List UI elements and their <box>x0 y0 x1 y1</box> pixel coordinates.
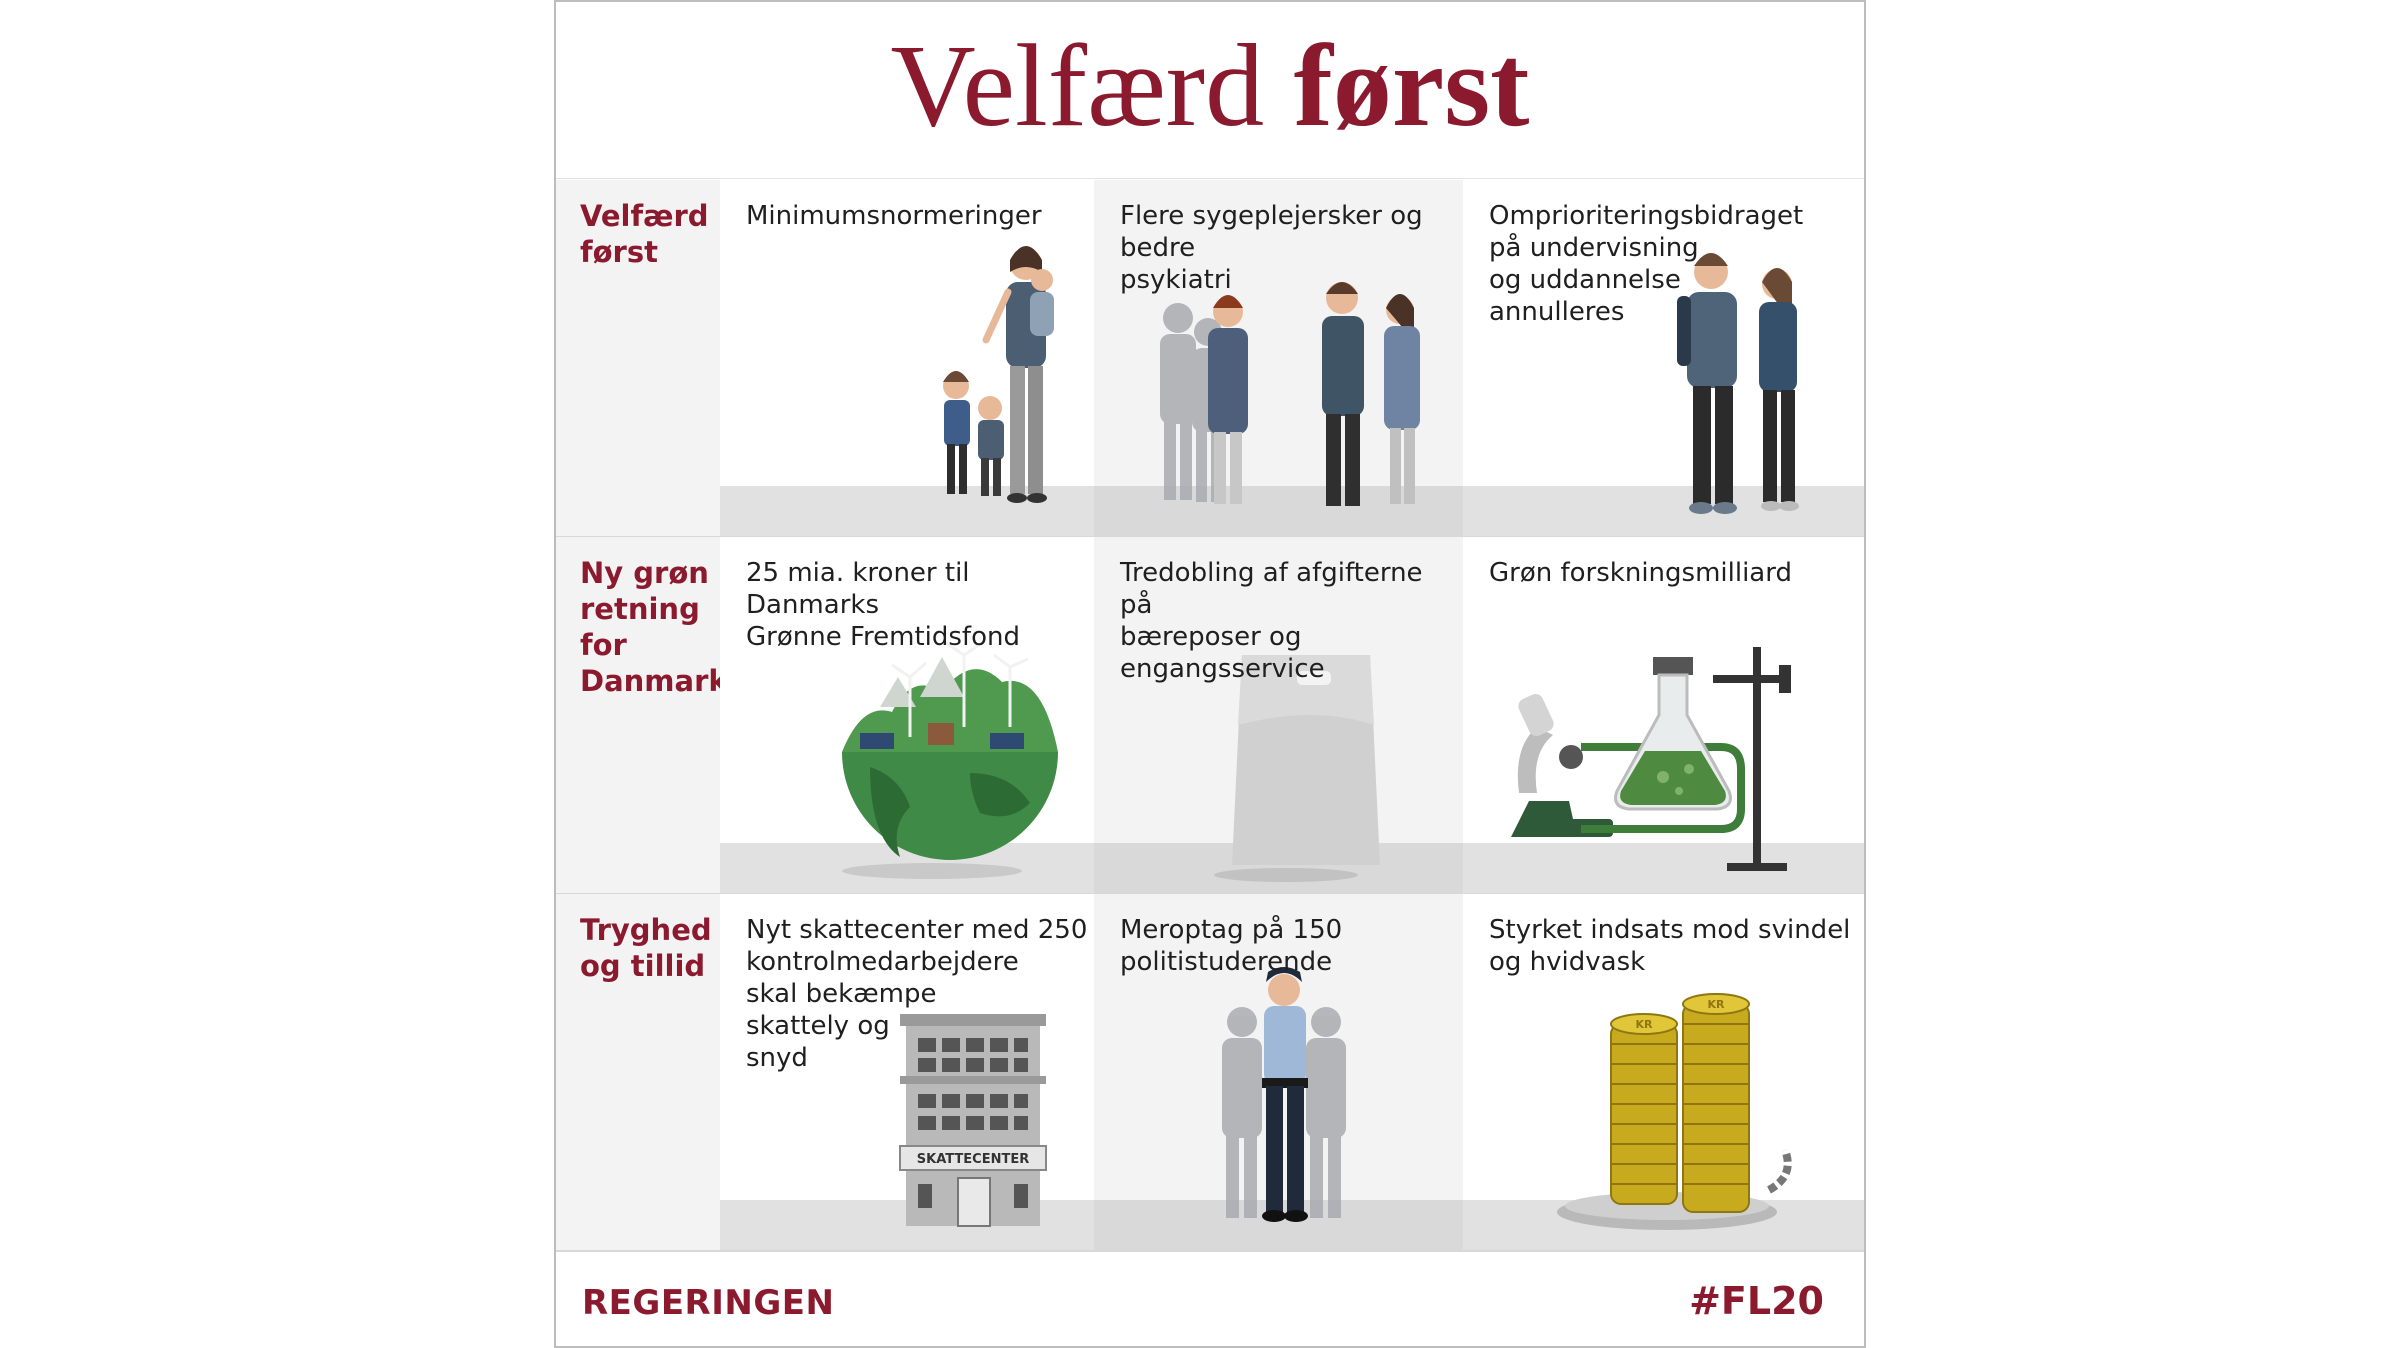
row-label-cell: Ny grøn retning for Danmark <box>556 537 728 893</box>
footer: REGERINGEN #FL20 <box>556 1251 1864 1346</box>
cell-sygeplejersker: Flere sygeplejersker og bedre psykiatri <box>1094 180 1463 536</box>
plastic-bag-illustration <box>1214 655 1380 882</box>
cell-politistuderende: Meroptag på 150 politistuderende <box>1094 894 1463 1250</box>
cell-text: 25 mia. kroner til Danmarks Grønne Fremt… <box>746 558 1020 652</box>
row-tryghed: Tryghed og tillid SKATTECENTER Nyt skatt… <box>556 894 1864 1252</box>
cell-uddannelse: Omprioriteringsbidraget på undervisning … <box>1463 180 1864 536</box>
row-label-cell: Velfærd først <box>556 180 720 536</box>
nurses-illustration <box>1160 282 1420 506</box>
page-title: Velfærd først <box>556 16 1864 156</box>
family-illustration <box>943 246 1054 503</box>
cell-fremtidsfond: 25 mia. kroner til Danmarks Grønne Fremt… <box>720 537 1094 893</box>
row-groen-retning: Ny grøn retning for Danmark <box>556 537 1864 895</box>
floor <box>1463 486 1864 536</box>
row-label: Tryghed og tillid <box>580 913 712 983</box>
lab-equipment-illustration <box>1511 647 1791 871</box>
row-label-cell: Tryghed og tillid <box>556 894 720 1250</box>
coin-mark: KR <box>1636 1018 1654 1031</box>
coin-mark: KR <box>1708 998 1726 1011</box>
brand-logo-text: REGERINGEN <box>582 1283 835 1323</box>
infographic-card: Velfærd først Velfærd først <box>554 0 1866 1348</box>
cell-svindel-hvidvask: KR KR Styrket indsats mod svindel og hvi… <box>1463 894 1864 1250</box>
cell-text: Styrket indsats mod svindel og hvidvask <box>1489 915 1851 977</box>
row-label: Ny grøn retning for Danmark <box>580 556 728 698</box>
cell-text: Meroptag på 150 politistuderende <box>1120 915 1343 977</box>
hashtag: #FL20 <box>1689 1279 1824 1323</box>
floor <box>1094 486 1463 536</box>
header: Velfærd først <box>556 2 1864 179</box>
cell-baereposer: Tredobling af afgifterne på bæreposer og… <box>1094 537 1463 893</box>
green-globe-illustration <box>842 641 1058 879</box>
cell-text: Nyt skattecenter med 250 kontrolmedarbej… <box>746 915 1088 1073</box>
cell-text: Tredobling af afgifterne på bæreposer og… <box>1120 558 1423 684</box>
building-sign: SKATTECENTER <box>917 1152 1029 1167</box>
students-illustration <box>1677 253 1799 514</box>
cell-skattecenter: SKATTECENTER Nyt skattecenter med 250 ko… <box>720 894 1094 1250</box>
title-regular: Velfærd <box>890 20 1265 151</box>
row-label: Velfærd først <box>580 199 709 269</box>
tax-building-illustration: SKATTECENTER <box>899 1014 1047 1227</box>
cell-text: Minimumsnormeringer <box>746 201 1042 231</box>
cell-text: Flere sygeplejersker og bedre psykiatri <box>1120 201 1423 295</box>
coins-handcuffs-illustration: KR KR <box>1557 993 1792 1230</box>
title-bold: først <box>1293 20 1530 151</box>
cell-text: Omprioriteringsbidraget på undervisning … <box>1489 201 1804 327</box>
row-velfaerd: Velfærd først <box>556 180 1864 538</box>
cell-minimumsnormeringer: Minimumsnormeringer <box>720 180 1094 536</box>
cell-forskningsmilliard: Grøn forskningsmilliard <box>1463 537 1864 893</box>
police-illustration <box>1222 967 1346 1222</box>
floor <box>1463 843 1864 893</box>
cell-text: Grøn forskningsmilliard <box>1489 558 1792 588</box>
